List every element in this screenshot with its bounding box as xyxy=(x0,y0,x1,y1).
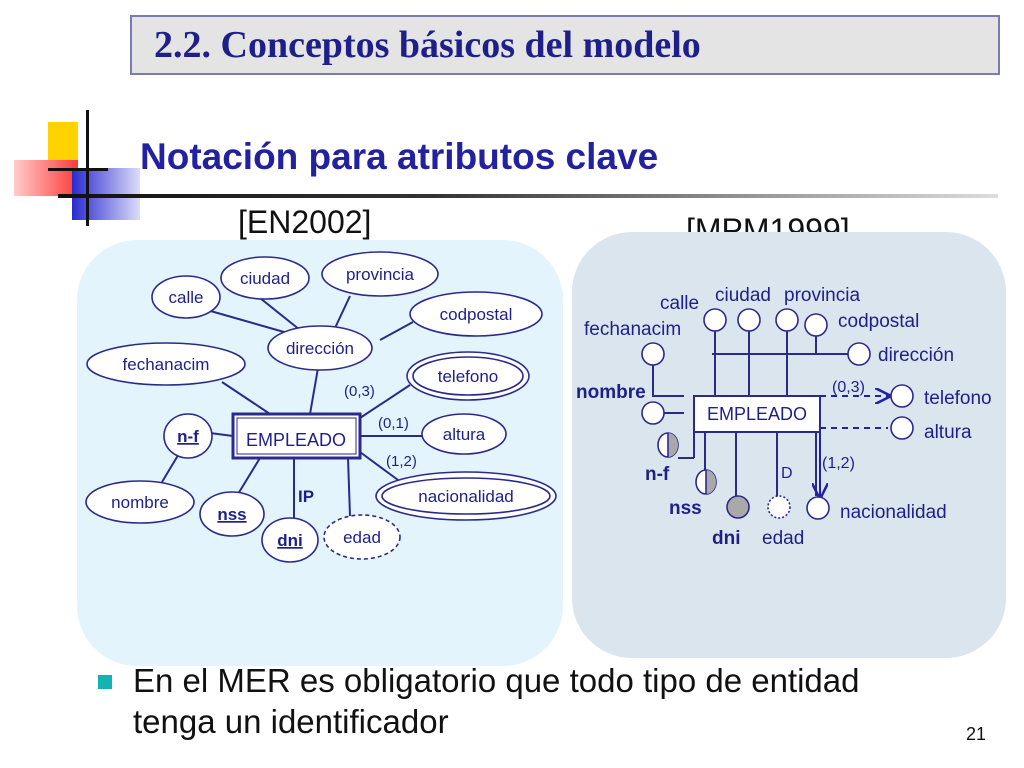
subtitle-rule xyxy=(58,194,998,198)
left-attr-direccion: dirección xyxy=(286,339,354,358)
bullet-text: En el MER es obligatorio que todo tipo d… xyxy=(133,662,860,740)
right-attr-edad-circle xyxy=(767,495,791,519)
left-entity-empleado: EMPLEADO xyxy=(231,412,362,460)
right-attr-altura: altura xyxy=(924,422,972,443)
right-attr-dni-circle xyxy=(726,495,750,519)
left-attr-provincia-shape xyxy=(321,251,439,297)
right-attr-direccion-circle xyxy=(847,342,871,366)
left-attr-nacionalidad-inner xyxy=(381,477,551,515)
right-attr-telefono-circle xyxy=(890,384,914,408)
right-diagram-panel xyxy=(572,232,1006,658)
right-attr-codpostal-circle xyxy=(804,313,828,337)
right-attr-nombre: nombre xyxy=(576,382,646,403)
left-attr-provincia: provincia xyxy=(346,265,415,284)
right-attr-ciudad-circle xyxy=(737,308,761,332)
deco-red-square xyxy=(14,160,78,196)
left-attr-nf-shape xyxy=(163,413,213,459)
right-attr-nss: nss xyxy=(669,498,702,519)
deco-yellow-square xyxy=(48,122,78,164)
right-attr-ciudad: ciudad xyxy=(715,285,771,306)
left-attr-codpostal-shape xyxy=(409,291,543,337)
right-attr-calle-circle xyxy=(703,308,727,332)
left-attr-fechanacim: fechanacim xyxy=(123,355,210,374)
right-attr-nf: n-f xyxy=(645,464,670,485)
header-title: 2.2. Conceptos básicos del modelo xyxy=(154,24,701,66)
right-attr-fechanacim-circle xyxy=(641,342,665,366)
page-number: 21 xyxy=(966,724,987,744)
right-attr-provincia-circle xyxy=(775,308,799,332)
left-attr-nombre-shape xyxy=(85,480,195,524)
left-attr-ciudad: ciudad xyxy=(240,269,290,288)
right-card-telefono: (0,3) xyxy=(832,379,865,396)
right-attr-edad: edad xyxy=(762,528,804,549)
left-attr-edad: edad xyxy=(343,528,381,547)
left-card-telefono: (0,3) xyxy=(344,383,375,400)
left-attr-nss: nss xyxy=(217,505,246,524)
right-attr-fechanacim: fechanacim xyxy=(584,319,681,340)
right-attr-nacionalidad: nacionalidad xyxy=(840,502,947,523)
right-attr-dni: dni xyxy=(712,528,741,549)
left-attr-telefono-inner xyxy=(412,356,524,396)
left-attr-nombre: nombre xyxy=(111,493,169,512)
header-box: 2.2. Conceptos básicos del modelo xyxy=(130,15,1000,75)
right-attr-altura-circle xyxy=(890,416,914,440)
left-card-altura: (0,1) xyxy=(378,415,409,432)
left-attr-codpostal: codpostal xyxy=(440,305,513,324)
left-attr-edad-shape xyxy=(323,514,401,560)
right-derived-label: D xyxy=(781,465,793,482)
right-attr-telefono: telefono xyxy=(924,388,992,409)
left-attr-calle-shape xyxy=(151,275,221,319)
left-entity-label: EMPLEADO xyxy=(246,430,346,450)
left-attr-altura-shape xyxy=(421,413,507,455)
right-attr-codpostal: codpostal xyxy=(838,311,919,332)
left-attr-ciudad-shape xyxy=(220,256,310,300)
left-attr-fechanacim-shape xyxy=(86,342,246,386)
left-identifier-label: IP xyxy=(298,487,314,506)
left-attr-nf: n-f xyxy=(177,427,199,446)
bullet-square xyxy=(98,675,112,689)
right-attr-nacionalidad-circle xyxy=(806,496,830,520)
slide-subtitle: Notación para atributos clave xyxy=(140,136,659,177)
right-attr-nombre-circle xyxy=(641,401,665,425)
left-attr-dni: dni xyxy=(277,531,303,550)
left-attr-altura: altura xyxy=(443,425,486,444)
right-card-nacionalidad: (1,2) xyxy=(822,455,855,472)
left-attr-dni-shape xyxy=(261,517,319,563)
right-attr-calle: calle xyxy=(660,293,699,314)
left-attr-nacionalidad: nacionalidad xyxy=(418,487,513,506)
left-reference: [EN2002] xyxy=(238,204,372,240)
right-entity-label: EMPLEADO xyxy=(707,404,807,424)
deco-horizontal-line xyxy=(48,168,108,171)
left-attr-telefono: telefono xyxy=(438,367,499,386)
left-card-nacionalidad: (1,2) xyxy=(386,453,417,470)
right-attr-direccion: dirección xyxy=(878,345,954,366)
right-attr-provincia: provincia xyxy=(784,285,860,306)
left-attr-calle: calle xyxy=(169,288,204,307)
right-entity-empleado: EMPLEADO xyxy=(693,395,821,433)
left-attr-nss-shape xyxy=(199,491,265,537)
left-attr-direccion-shape xyxy=(267,325,373,371)
